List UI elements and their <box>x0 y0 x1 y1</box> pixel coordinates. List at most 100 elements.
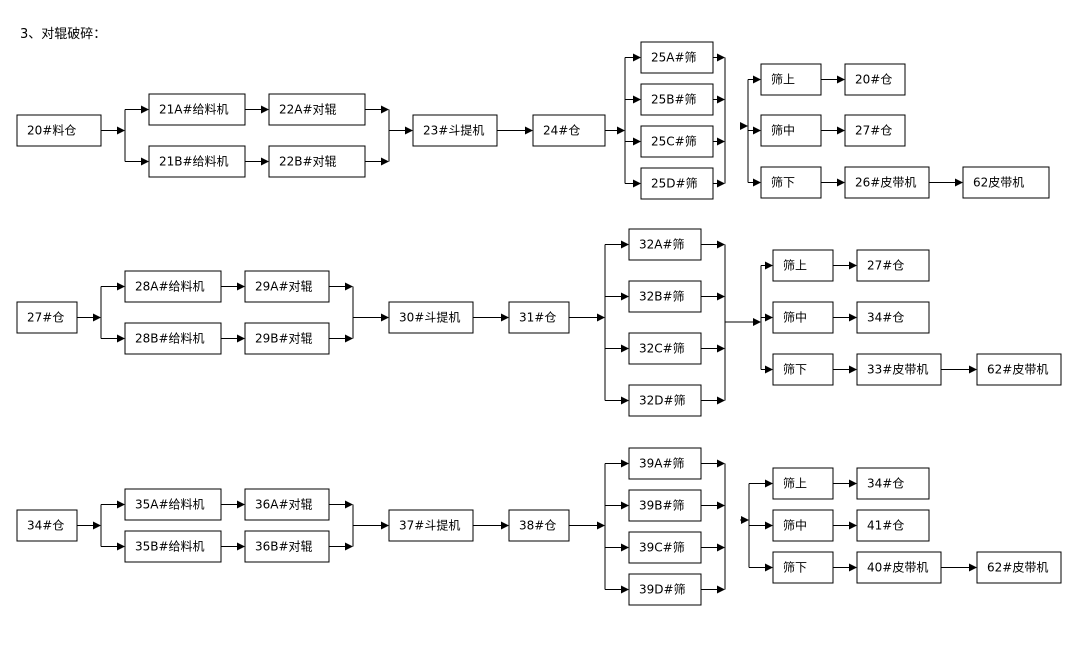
screen-box-label: 32C#筛 <box>639 341 685 356</box>
arrowhead <box>237 282 245 291</box>
arrowhead <box>765 261 773 270</box>
downstream-belt-box-label: 62皮带机 <box>973 176 1024 190</box>
feeder-box-frame <box>124 530 222 563</box>
arrowhead <box>753 75 761 84</box>
screen-box-frame <box>640 167 714 200</box>
arrowhead <box>237 334 245 343</box>
middle-size-bin-box: 34#仓 <box>856 301 930 334</box>
feeder-box: 28B#给料机 <box>124 322 222 355</box>
roller-crusher-box-label: 36B#对辊 <box>255 540 313 554</box>
roller-crusher-box-label: 29B#对辊 <box>255 332 313 346</box>
arrowhead <box>753 318 761 326</box>
screen-fraction-box-label: 筛下 <box>771 175 795 190</box>
arrowhead <box>621 585 629 594</box>
arrowhead <box>753 126 761 135</box>
roller-crusher-box-label: 36A#对辊 <box>255 498 313 512</box>
intermediate-bin-box-frame <box>508 509 570 542</box>
middle-size-bin-box-label: 34#仓 <box>867 311 904 325</box>
screen-box-frame <box>628 489 702 522</box>
arrowhead <box>345 282 353 291</box>
screen-box-label: 32D#筛 <box>639 393 686 408</box>
arrowhead <box>93 521 101 530</box>
arrowhead <box>261 157 269 166</box>
roller-crusher-box-frame <box>244 530 330 563</box>
arrowhead <box>969 365 977 374</box>
roller-crusher-box-frame <box>244 322 330 355</box>
arrowhead <box>381 157 389 166</box>
feeder-box-label: 21A#给料机 <box>159 103 229 117</box>
middle-size-bin-box: 41#仓 <box>856 509 930 542</box>
screen-fraction-box-frame <box>772 353 834 386</box>
oversize-bin-box-label: 27#仓 <box>867 259 904 273</box>
arrowhead <box>261 105 269 114</box>
middle-size-bin-box: 27#仓 <box>844 114 906 147</box>
arrowhead <box>237 500 245 509</box>
arrowhead <box>621 240 629 249</box>
intermediate-bin-box-label: 31#仓 <box>519 311 556 325</box>
arrowhead <box>345 500 353 509</box>
arrowhead <box>717 53 725 62</box>
feeder-box-label: 21B#给料机 <box>159 155 229 169</box>
middle-size-bin-box-frame <box>844 114 906 147</box>
feeder-box-frame <box>124 488 222 521</box>
belt-conveyor-box-frame <box>856 353 942 386</box>
feeder-box-frame <box>124 270 222 303</box>
intermediate-bin-box-frame <box>532 114 606 147</box>
feeder-box-frame <box>124 322 222 355</box>
screen-box-frame <box>628 447 702 480</box>
arrowhead <box>765 479 773 488</box>
arrowhead <box>717 459 725 468</box>
arrowhead <box>955 178 963 187</box>
arrowhead <box>765 365 773 374</box>
oversize-bin-box-label: 20#仓 <box>855 73 892 87</box>
screen-box-label: 25B#筛 <box>651 92 697 107</box>
screen-fraction-box-label: 筛下 <box>783 560 807 575</box>
arrowhead <box>717 292 725 301</box>
feeder-box: 21A#给料机 <box>148 93 246 126</box>
flow-connectors <box>77 53 977 594</box>
belt-conveyor-box-frame <box>844 166 930 199</box>
arrowhead <box>837 178 845 187</box>
belt-conveyor-box: 33#皮带机 <box>856 353 942 386</box>
arrowhead <box>717 585 725 594</box>
arrowhead <box>717 543 725 552</box>
roller-crusher-box: 22A#对辊 <box>268 93 366 126</box>
screen-fraction-box-frame <box>772 551 834 584</box>
screen-box-frame <box>628 280 702 313</box>
intermediate-bin-box: 24#仓 <box>532 114 606 147</box>
arrowhead <box>837 126 845 135</box>
intermediate-bin-box-label: 38#仓 <box>519 519 556 533</box>
screen-box: 32C#筛 <box>628 332 702 365</box>
arrowhead <box>753 178 761 187</box>
screen-box-label: 39A#筛 <box>639 456 685 471</box>
screen-box-label: 32A#筛 <box>639 237 685 252</box>
screen-box: 25D#筛 <box>640 167 714 200</box>
roller-crusher-box: 36B#对辊 <box>244 530 330 563</box>
screen-fraction-box: 筛中 <box>760 114 822 147</box>
arrowhead <box>93 313 101 322</box>
downstream-belt-box-frame <box>976 551 1062 584</box>
roller-crusher-box-label: 22A#对辊 <box>279 103 337 117</box>
input-bin-box-frame <box>16 114 102 147</box>
screen-box-label: 32B#筛 <box>639 289 685 304</box>
belt-conveyor-box-frame <box>856 551 942 584</box>
screen-box-label: 39C#筛 <box>639 540 685 555</box>
input-bin-box-frame <box>16 301 78 334</box>
arrowhead <box>741 516 749 524</box>
screen-box: 32B#筛 <box>628 280 702 313</box>
roller-crusher-box-frame <box>268 145 366 178</box>
screen-box: 25C#筛 <box>640 125 714 158</box>
oversize-bin-box-frame <box>856 467 930 500</box>
input-bin-box-frame <box>16 509 78 542</box>
belt-conveyor-box-label: 40#皮带机 <box>867 561 928 575</box>
arrowhead <box>117 500 125 509</box>
screen-fraction-box: 筛下 <box>760 166 822 199</box>
arrowhead <box>621 459 629 468</box>
feeder-box: 21B#给料机 <box>148 145 246 178</box>
arrowhead <box>849 261 857 270</box>
belt-conveyor-box: 40#皮带机 <box>856 551 942 584</box>
screen-fraction-box-label: 筛上 <box>783 476 807 491</box>
intermediate-bin-box: 38#仓 <box>508 509 570 542</box>
screen-box-frame <box>640 83 714 116</box>
